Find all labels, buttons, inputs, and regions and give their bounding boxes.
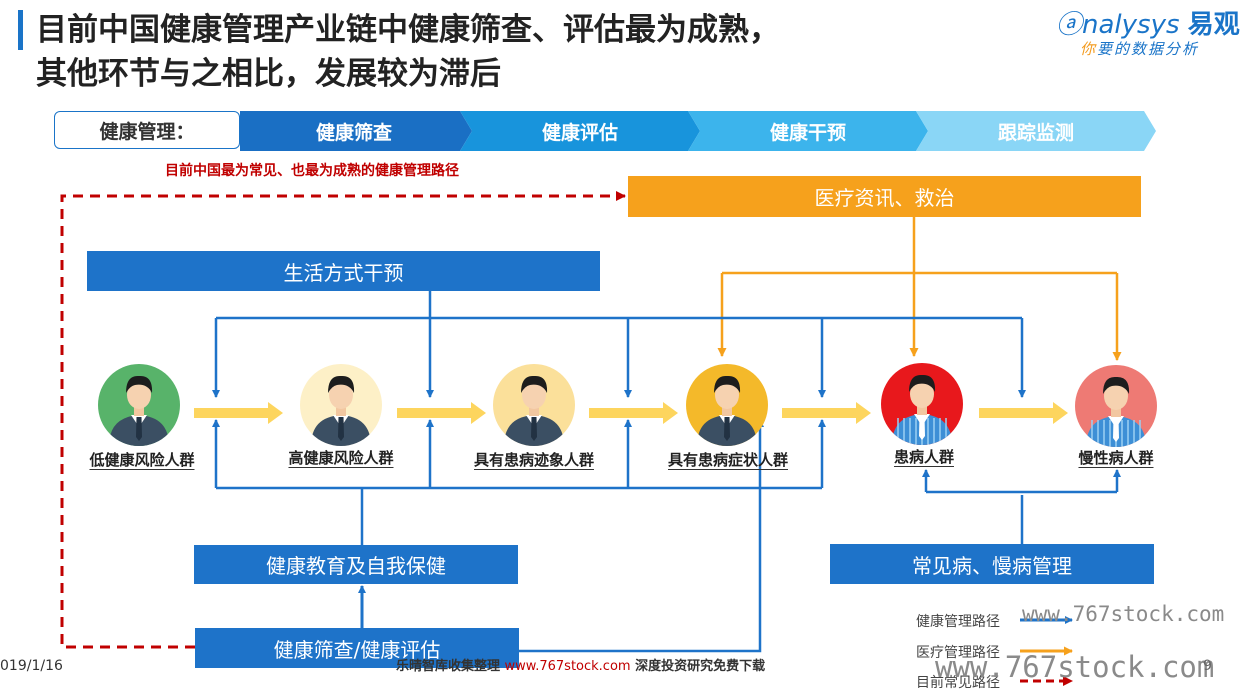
stage-chevron-4 <box>916 111 1156 151</box>
legend-medical-path: 医疗管理路径 <box>916 645 1000 661</box>
lifestyle-intervention-box: 生活方式干预 <box>87 251 600 291</box>
legend-common-path: 目前常见路径 <box>916 675 1000 691</box>
progression-arrow-5 <box>979 402 1068 424</box>
logo-slogan-rest: 要的数据分析 <box>1097 40 1200 58</box>
analysys-logo: ⓐnalysys 易观 <box>1056 4 1240 41</box>
stage-screening: 健康筛查 <box>315 121 392 144</box>
page-number: 9 <box>1203 658 1212 674</box>
title-accent-bar <box>18 10 23 50</box>
screening-connectors-blue <box>358 419 764 653</box>
stage-assessment: 健康评估 <box>541 121 618 144</box>
page-title: 目前中国健康管理产业链中健康筛查、评估最为成熟， 其他环节与之相比，发展较为滞后 <box>36 8 996 96</box>
slide-date: 019/1/16 <box>0 658 63 674</box>
logo-a-icon: ⓐ <box>1056 10 1083 40</box>
stage-chevron-3 <box>688 111 928 151</box>
person-avatar-5 <box>881 363 963 445</box>
watermark-url-2: www.767stock.com <box>935 650 1215 684</box>
person-avatar-6 <box>1075 365 1157 447</box>
stage-label: 健康管理： <box>54 111 240 149</box>
person-label-low-risk: 低健康风险人群 <box>89 451 195 470</box>
person-label-high-risk: 高健康风险人群 <box>288 449 394 468</box>
medical-treatment-box: 医疗资讯、救治 <box>628 176 1141 217</box>
logo-slogan: 你要的数据分析 <box>1080 38 1199 59</box>
person-avatar-4 <box>686 364 768 446</box>
stage-chevron-1 <box>240 111 472 151</box>
person-avatar-3 <box>493 364 575 446</box>
medical-path-orange <box>717 217 1122 361</box>
progression-arrow-4 <box>782 402 871 424</box>
stage-intervention: 健康干预 <box>769 121 846 144</box>
person-avatar-2 <box>300 364 382 446</box>
legend-lines <box>1020 616 1073 686</box>
person-label-disease-symptoms: 具有患病症状人群 <box>667 451 789 470</box>
chronic-connectors-blue <box>922 469 1121 544</box>
logo-brand-cn: 易观 <box>1187 10 1240 40</box>
progression-arrows <box>194 402 1068 424</box>
legend-health-path: 健康管理路径 <box>916 614 1000 630</box>
title-line-2: 其他环节与之相比，发展较为滞后 <box>36 56 501 92</box>
footer-text-1: 乐晴智库收集整理 <box>396 659 505 674</box>
logo-slogan-first: 你 <box>1080 40 1098 58</box>
lifestyle-connectors-blue <box>212 291 1026 398</box>
footer-credit: 乐晴智库收集整理 www.767stock.com 深度投资研究免费下载 <box>396 655 765 674</box>
footer-text-2: 深度投资研究免费下载 <box>630 659 766 674</box>
screening-assessment-box: 健康筛查/健康评估 <box>195 628 519 668</box>
progression-arrow-2 <box>397 402 486 424</box>
watermark-url-1: www.767stock.com <box>1022 602 1225 626</box>
progression-arrow-3 <box>589 402 678 424</box>
common-path-red-dashed <box>60 191 626 649</box>
chronic-disease-management-box: 常见病、慢病管理 <box>830 544 1154 584</box>
footer-url[interactable]: www.767stock.com <box>504 659 631 674</box>
education-connectors-blue <box>212 419 826 545</box>
stage-chevrons <box>240 111 1156 151</box>
person-avatar-1 <box>98 364 180 446</box>
stage-chevron-2 <box>460 111 700 151</box>
title-line-1: 目前中国健康管理产业链中健康筛查、评估最为成熟， <box>36 12 780 48</box>
logo-brand-en: nalysys <box>1082 10 1180 40</box>
person-label-disease-signs: 具有患病迹象人群 <box>473 451 595 470</box>
person-avatars <box>98 363 1157 447</box>
person-label-patients: 患病人群 <box>893 448 955 467</box>
health-education-box: 健康教育及自我保健 <box>194 545 518 584</box>
common-path-note: 目前中国最为常见、也最为成熟的健康管理路径 <box>165 163 459 179</box>
progression-arrow-1 <box>194 402 283 424</box>
person-label-chronic: 慢性病人群 <box>1078 449 1154 468</box>
stage-monitoring: 跟踪监测 <box>997 121 1074 144</box>
